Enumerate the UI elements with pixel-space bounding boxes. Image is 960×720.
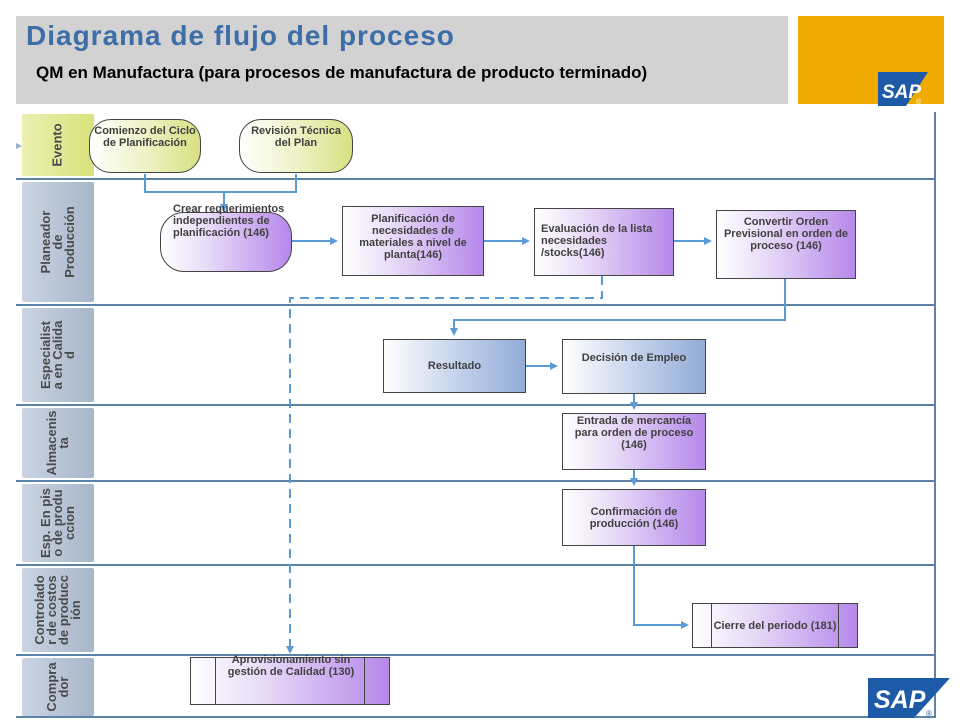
sap-logo-text: SAP (882, 82, 921, 103)
sap-logo-top: SAP ® (878, 72, 928, 106)
subprocess-bar-right (838, 604, 839, 647)
lane-controlador-costos: Controlador de costos de producción (16, 564, 934, 654)
header-band (16, 16, 788, 104)
lane-label-piso-produccion: Esp. En piso de produccion (22, 484, 94, 562)
connector-small-arrow-icon (16, 143, 22, 149)
subprocess-bar-right (364, 658, 365, 704)
node-crear-requerimientos[interactable]: Crear requerimientos independientes de p… (160, 203, 292, 272)
subprocess-bar-left (711, 604, 712, 647)
node-evaluacion-lista[interactable]: Evaluación de la lista necesidades /stoc… (534, 208, 674, 276)
swimlanes: Evento Planeador de Producción Especiali… (16, 112, 934, 718)
sap-logo-shape (878, 72, 928, 106)
connector-revision-crear (224, 174, 297, 193)
lane-almacenista: Almacenista (16, 404, 934, 480)
lane-label-especialista-calidad: Especialista en Calidad (22, 308, 94, 402)
lane-piso-produccion: Esp. En piso de produccion (16, 480, 934, 564)
lane-label-controlador-costos: Controlador de costos de producción (22, 568, 94, 652)
lanes-right-border (934, 112, 936, 718)
node-cierre-periodo[interactable]: Cierre del periodo (181) (692, 603, 858, 648)
page-subtitle: QM en Manufactura (para procesos de manu… (36, 63, 648, 82)
lane-label-evento: Evento (22, 114, 94, 176)
lane-evento: Evento (16, 112, 934, 180)
lanes-bottom-border (16, 716, 936, 718)
node-planificacion-necesidades[interactable]: Planificación de necesidades de material… (342, 206, 484, 276)
brand-accent-block (798, 16, 944, 104)
node-resultado[interactable]: Resultado (383, 339, 526, 393)
lane-comprador: Comprador (16, 654, 934, 718)
lane-especialista-calidad: Especialista en Calidad (16, 304, 934, 404)
node-confirmacion-produccion[interactable]: Confirmación de producción (146) (562, 489, 706, 546)
lane-label-planeador: Planeador de Producción (22, 182, 94, 302)
node-entrada-mercancia[interactable]: Entrada de mercancía para orden de proce… (562, 413, 706, 470)
node-revision-tecnica[interactable]: Revisión Técnica del Plan (239, 119, 353, 173)
lane-label-almacenista: Almacenista (22, 408, 94, 478)
lane-planeador: Planeador de Producción (16, 178, 934, 304)
node-aprovisionamiento[interactable]: Aprovisionamiento sin gestión de Calidad… (190, 654, 390, 705)
subprocess-bar-left (215, 658, 216, 704)
connector-comienzo-crear (144, 174, 228, 212)
sap-registered-mark: ® (916, 98, 922, 106)
page-title: Diagrama de flujo del proceso (26, 20, 455, 51)
sap-logo-text: SAP (874, 686, 926, 714)
node-decision-empleo[interactable]: Decisión de Empleo (562, 339, 706, 394)
sap-logo-bottom: SAP ® (868, 678, 950, 718)
node-comienzo-ciclo[interactable]: Comienzo del Ciclo de Planificación (89, 119, 201, 173)
connector-confirmacion-cierre (633, 546, 689, 629)
connector-evaluacion-aprovisionamiento (286, 276, 603, 654)
sap-logo-shape (868, 678, 950, 718)
sap-registered-mark: ® (926, 709, 932, 718)
lane-label-comprador: Comprador (22, 658, 94, 716)
connector-convertir-resultado (450, 279, 786, 336)
node-convertir-orden[interactable]: Convertir Orden Previsional en orden de … (716, 210, 856, 279)
